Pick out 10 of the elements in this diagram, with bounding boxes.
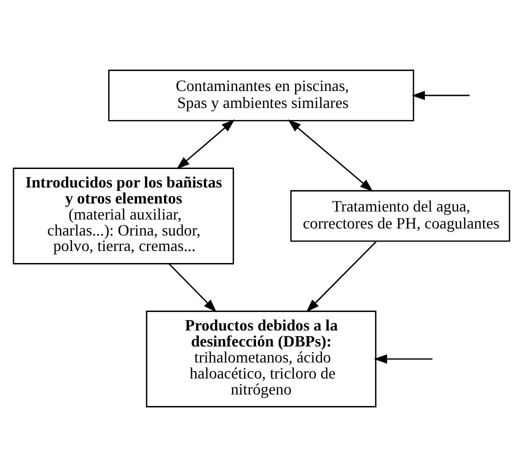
arrow <box>168 262 217 312</box>
arrow <box>412 90 470 100</box>
node-box: Tratamiento del agua, correctores de PH, coagulantes <box>290 190 510 242</box>
arrow <box>306 240 376 312</box>
node-box: Contaminantes en piscinas, Spas y ambientes similares <box>108 69 414 121</box>
arrow <box>288 118 374 192</box>
node-box: Introducidos por los bañistas y otros elementos (material auxiliar, charlas...): Orina, sudor, polvo, tierra, cremas... <box>12 167 234 264</box>
node-box: Productos debidos a la desinfección (DBPs): trihalometanos, ácido haloacético, tricloro de nitrógeno <box>146 310 376 407</box>
arrow <box>176 118 235 169</box>
arrow <box>374 354 432 364</box>
